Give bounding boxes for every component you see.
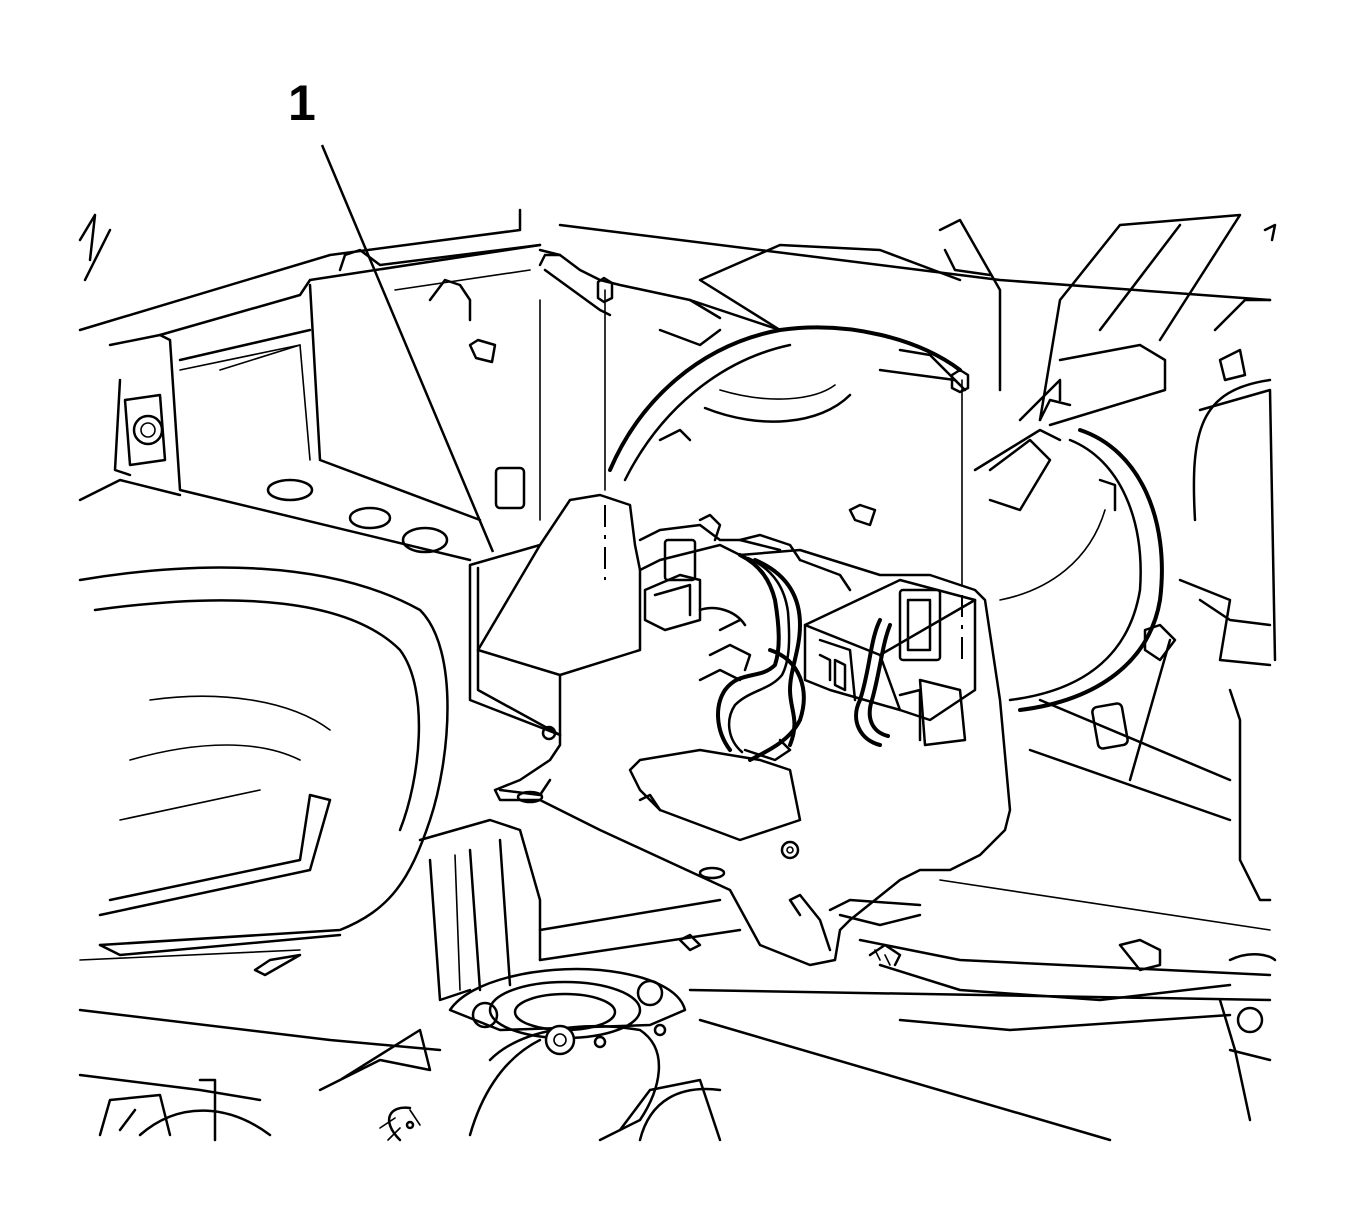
right-side-rails — [938, 213, 1277, 902]
left-wheel-house — [78, 566, 449, 1102]
control-module-bracket — [468, 493, 1012, 967]
wiring-harness — [698, 553, 892, 762]
fastener-centerlines — [596, 276, 970, 660]
right-wheel-house — [973, 428, 1164, 712]
left-rear-panel — [78, 208, 542, 562]
suspension-mount — [98, 967, 722, 1142]
electrical-module — [638, 513, 977, 747]
lower-floor-crossmember — [418, 818, 1277, 1142]
rear-floor-pan — [538, 223, 1272, 527]
callout-leader-line — [320, 144, 495, 553]
callout-label-1: 1 — [288, 75, 316, 131]
